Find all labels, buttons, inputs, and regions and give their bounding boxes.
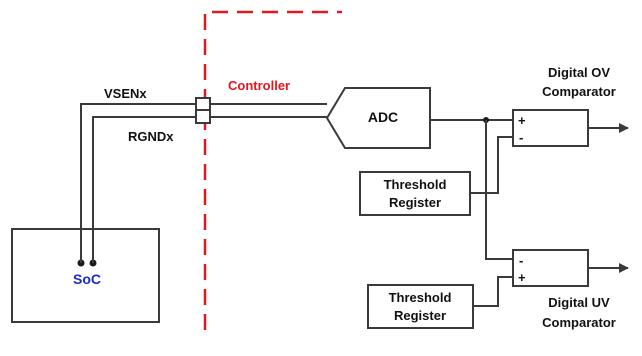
threshold-top-line1: Threshold — [384, 177, 447, 192]
controller-label: Controller — [228, 78, 290, 93]
adc-block — [325, 87, 431, 149]
adc-label: ADC — [368, 109, 398, 125]
uv-title-line2: Comparator — [542, 315, 616, 330]
ov-title-line1: Digital OV — [548, 65, 610, 80]
ov-comparator — [512, 109, 589, 147]
vsen-label: VSENx — [104, 86, 147, 101]
uv-comparator — [512, 249, 589, 287]
soc-label: SoC — [73, 271, 101, 287]
soc-block — [11, 228, 160, 323]
threshold-bottom-line2: Register — [394, 308, 446, 323]
threshold-top-wire — [470, 136, 513, 194]
controller-boundary — [203, 10, 342, 330]
ov-minus-sign: - — [519, 130, 523, 145]
rgnd-wire — [92, 116, 196, 263]
uv-title-line1: Digital UV — [548, 295, 610, 310]
uv-minus-sign: - — [519, 253, 523, 268]
threshold-top-line2: Register — [389, 195, 441, 210]
uv-plus-sign: + — [518, 270, 526, 285]
threshold-register-bottom — [367, 284, 474, 329]
rgnd-label: RGNDx — [128, 129, 174, 144]
threshold-bottom-wire — [473, 276, 513, 307]
rgnd-pin — [195, 109, 211, 124]
adc-to-uv-wire — [485, 120, 513, 260]
ov-title-line2: Comparator — [542, 84, 616, 99]
vsen-wire — [80, 103, 196, 263]
ov-plus-sign: + — [518, 113, 526, 128]
threshold-bottom-line1: Threshold — [389, 290, 452, 305]
